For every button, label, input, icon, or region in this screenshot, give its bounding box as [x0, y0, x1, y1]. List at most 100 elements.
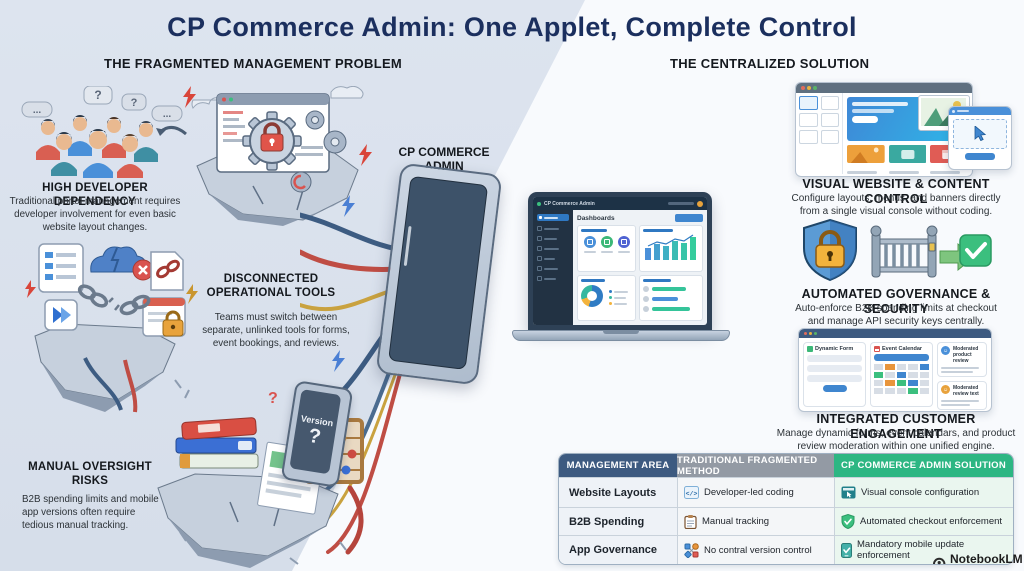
- lightning-icon: [332, 350, 345, 372]
- widget-item: [820, 96, 839, 110]
- review-card-1: ☺ Moderated product review: [937, 342, 987, 377]
- section-body-developer-dependency: Traditional portal management requires d…: [9, 196, 181, 233]
- books-stack-icon: [175, 417, 259, 469]
- dashboard-card-bar-chart: [639, 225, 703, 272]
- overlay-button: [965, 153, 995, 160]
- watermark-text: NotebookLM: [950, 552, 1023, 566]
- widget-item: [820, 130, 839, 144]
- status-dot-icon: [537, 201, 541, 206]
- form-submit-button: [822, 385, 847, 392]
- shield-lock-icon: [803, 219, 857, 282]
- reviewer-avatar: ☺: [941, 385, 950, 394]
- dashboard-card-donut: [577, 274, 636, 321]
- gear-lock-icon: [242, 111, 302, 171]
- form-icon: [807, 346, 813, 352]
- section-heading-visual-control: VISUAL WEBSITE & CONTENT CONTROL: [802, 177, 990, 206]
- cloud-icon: [330, 86, 364, 99]
- red-question-icon: ?: [268, 390, 278, 407]
- engagement-window: Dynamic Form Event Calendar: [798, 328, 992, 412]
- calendar-grid: [874, 364, 929, 394]
- section-heading-manual-oversight: MANUAL OVERSIGHT RISKS: [28, 461, 152, 488]
- table-row-area: Website Layouts: [559, 477, 677, 507]
- check-square-icon: [959, 234, 992, 267]
- left-panel-header: THE FRAGMENTED MANAGEMENT PROBLEM: [104, 56, 403, 71]
- dynamic-form-panel: Dynamic Form: [803, 342, 866, 407]
- arrow-head-icon: [156, 128, 166, 136]
- flowchart-icon: [684, 542, 699, 558]
- calendar-panel-label: Event Calendar: [882, 346, 923, 352]
- calendar-icon: [874, 346, 880, 352]
- dashboard-sidebar: [533, 210, 573, 325]
- dashboard-card-modules: [577, 225, 636, 272]
- widget-item: [799, 113, 818, 127]
- form-panel-label: Dynamic Form: [815, 346, 854, 352]
- admin-laptop: CP Commerce Admin: [528, 192, 712, 330]
- laptop-screen: CP Commerce Admin: [533, 197, 707, 325]
- comparison-table: MANAGEMENT AREA TRADITIONAL FRAGMENTED M…: [558, 453, 1014, 565]
- bubble-dots-icon: ...: [163, 109, 172, 120]
- card-image-teal: [888, 145, 927, 163]
- cell-text: Automated checkout enforcement: [860, 516, 1003, 527]
- website-builder-window: [795, 82, 973, 177]
- phone-screen: Version ?: [289, 389, 342, 475]
- code-icon: </>: [684, 486, 699, 499]
- phone-question-mark: ?: [306, 424, 323, 448]
- form-field: [807, 365, 862, 372]
- section-heading-developer-dependency: HIGH DEVELOPER DEPENDENCY: [42, 182, 148, 209]
- section-body-visual-control: Configure layouts, menus, and banners di…: [791, 193, 1001, 217]
- right-panel-header: THE CENTRALIZED SOLUTION: [670, 56, 870, 71]
- gate-icon: [870, 225, 938, 278]
- tablet-screen: [388, 175, 489, 370]
- table-row-solution: Automated checkout enforcement: [834, 507, 1013, 535]
- broken-link-document-icon: [150, 251, 184, 291]
- overlay-titlebar: [949, 107, 1011, 115]
- table-row-traditional: Manual tracking: [677, 507, 834, 535]
- bubble-question-icon: ?: [94, 88, 101, 102]
- drop-zone: [953, 119, 1007, 149]
- lightning-icon: [342, 195, 355, 217]
- reviewer-avatar: ☺: [941, 346, 950, 355]
- window-titlebar: [796, 83, 972, 93]
- section-heading-engagement: INTEGRATED CUSTOMER ENGAGEMENT: [816, 412, 976, 441]
- cell-text: Manual tracking: [702, 516, 770, 527]
- rock-shadow: [209, 194, 347, 226]
- table-row-traditional: </> Developer-led coding: [677, 477, 834, 507]
- sidebar-item-active: [537, 214, 569, 221]
- table-row-solution: Visual console configuration: [834, 477, 1013, 507]
- small-gear-icon: [290, 110, 347, 193]
- table-header-solution: CP COMMERCE ADMIN SOLUTION: [834, 454, 1013, 477]
- calendar-header-bar: [874, 354, 929, 361]
- reviews-column: ☺ Moderated product review ☺ Moderated r…: [937, 342, 987, 410]
- card-image-orange: [847, 145, 885, 163]
- console-cursor-icon: [841, 486, 856, 499]
- widget-item-active: [799, 96, 818, 110]
- notebooklm-logo-icon: [933, 557, 946, 565]
- broken-chain-icon: [77, 284, 151, 316]
- dashboard-app-name: CP Commerce Admin: [544, 200, 595, 207]
- cloud-error-icon: [90, 246, 154, 281]
- section-body-governance: Auto-enforce B2B spending limits at chec…: [795, 303, 997, 327]
- review1-label: Moderated product review: [953, 346, 979, 364]
- table-row-area: App Governance: [559, 535, 677, 564]
- lightning-icon: [183, 86, 196, 108]
- event-calendar-panel: Event Calendar: [870, 342, 933, 407]
- table-row-area: B2B Spending: [559, 507, 677, 535]
- dashboard-page-title: Dashboards: [577, 214, 615, 222]
- section-body-manual-oversight: B2B spending limits and mobile app versi…: [22, 494, 159, 531]
- mobile-check-icon: [841, 542, 852, 558]
- section-body-engagement: Manage dynamic forms, event calendars, a…: [776, 428, 1016, 452]
- widget-palette: [796, 93, 843, 174]
- governance-security-illustration: [803, 219, 992, 282]
- people-group-icon: [36, 115, 158, 178]
- bubble-dots-icon: ...: [33, 105, 42, 116]
- section-heading-governance: AUTOMATED GOVERNANCE & SECURITY: [801, 287, 991, 316]
- dashboard-topbar: CP Commerce Admin: [533, 197, 707, 210]
- lightning-icon: [25, 280, 36, 298]
- form-field: [807, 355, 862, 362]
- table-row-solution: Mandatory mobile update enforcement: [834, 535, 1013, 564]
- drag-drop-overlay-window: [948, 106, 1012, 170]
- clipboard-icon: [684, 514, 697, 529]
- section-body-disconnected-tools: Teams must switch between separate, unli…: [202, 312, 350, 349]
- mini-bar-chart-icon: [645, 234, 696, 260]
